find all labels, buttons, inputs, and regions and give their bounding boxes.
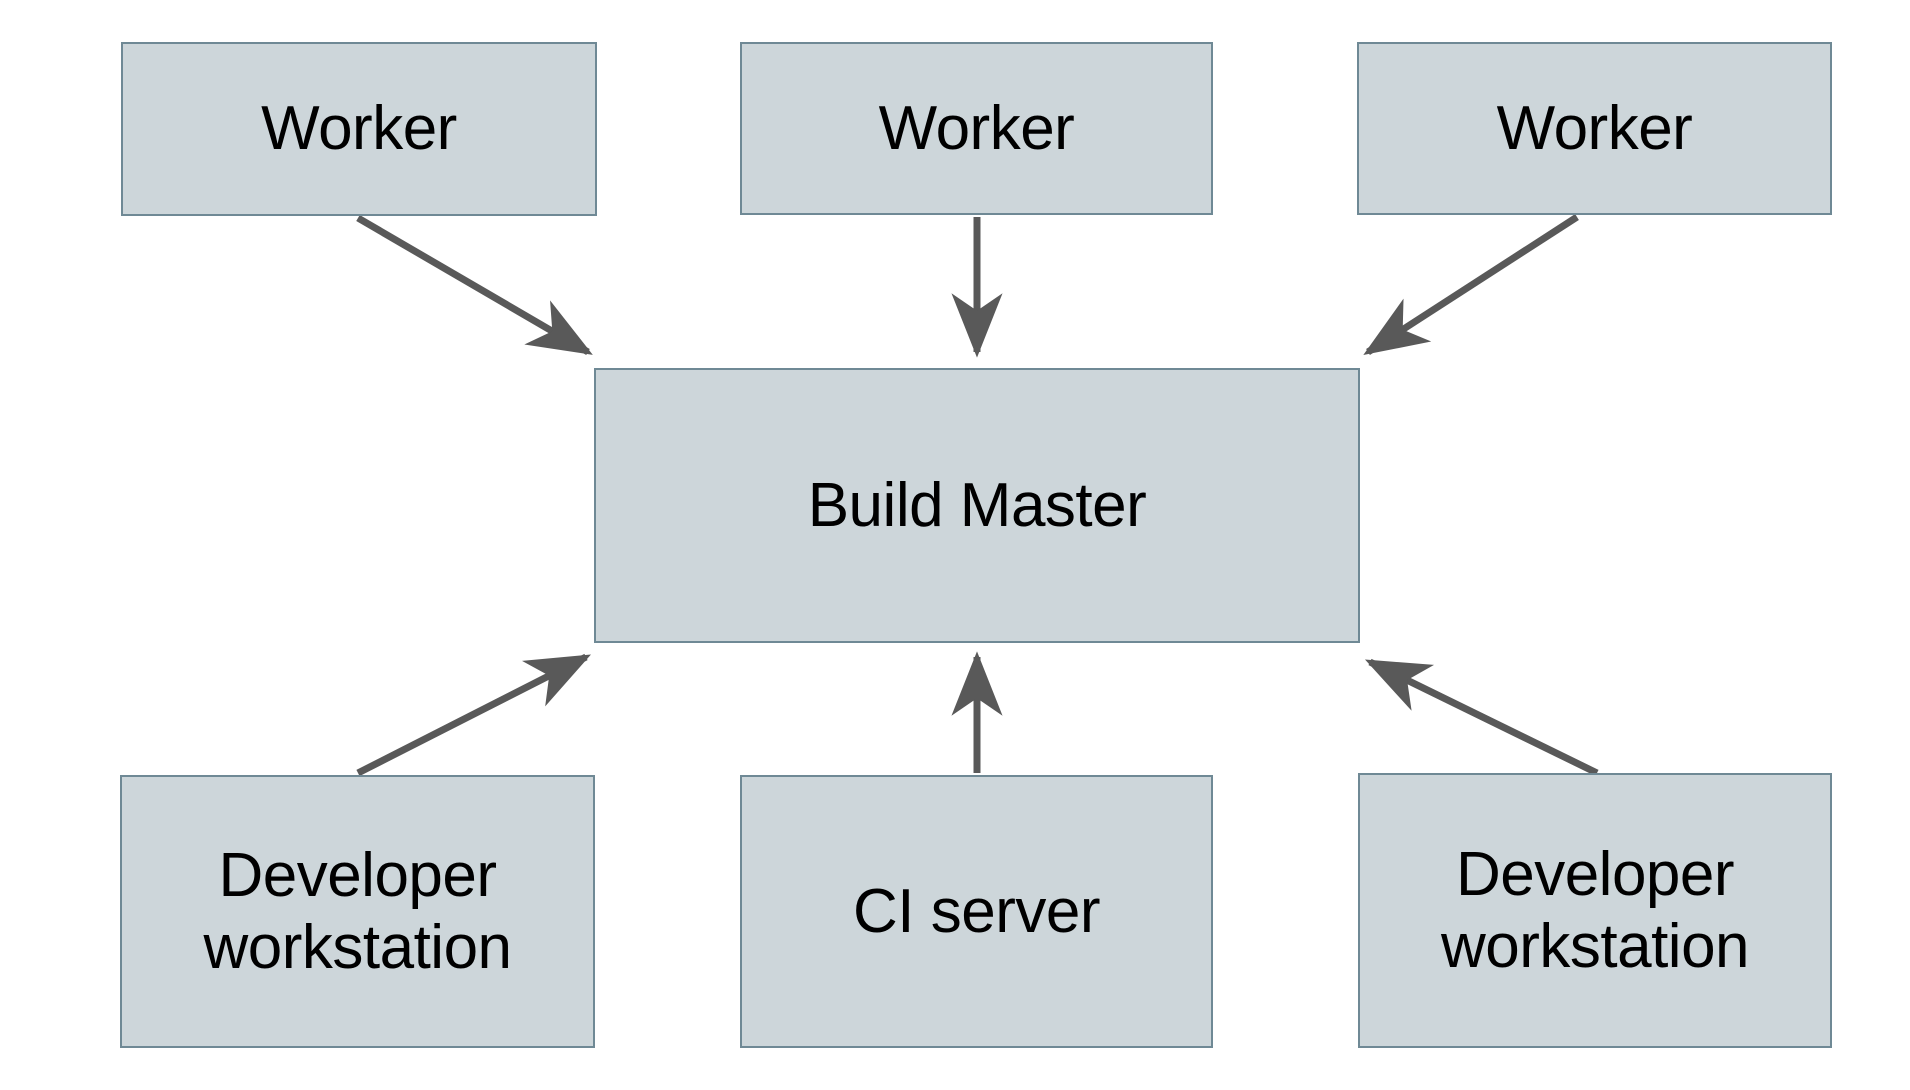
node-worker-2-label: Worker xyxy=(878,93,1075,163)
node-developer-workstation-left[interactable]: Developer workstation xyxy=(120,775,595,1048)
node-build-master[interactable]: Build Master xyxy=(594,368,1360,643)
node-developer-workstation-right[interactable]: Developer workstation xyxy=(1358,773,1832,1048)
edge-dev-right-to-build-master xyxy=(1364,658,1599,777)
node-worker-1-label: Worker xyxy=(261,94,457,164)
node-worker-3-label: Worker xyxy=(1496,93,1693,163)
node-ci-server-label: CI server xyxy=(853,876,1100,946)
node-worker-2[interactable]: Worker xyxy=(740,42,1213,215)
edge-dev-left-to-build-master xyxy=(356,653,591,777)
edge-worker-1-to-build-master xyxy=(356,214,593,356)
edge-worker-3-to-build-master xyxy=(1363,214,1579,356)
node-developer-workstation-left-label: Developer workstation xyxy=(203,840,512,982)
node-ci-server[interactable]: CI server xyxy=(740,775,1213,1048)
node-worker-3[interactable]: Worker xyxy=(1357,42,1832,215)
node-developer-workstation-right-label: Developer workstation xyxy=(1440,839,1750,981)
node-worker-1[interactable]: Worker xyxy=(121,42,597,216)
node-build-master-label: Build Master xyxy=(807,470,1147,540)
